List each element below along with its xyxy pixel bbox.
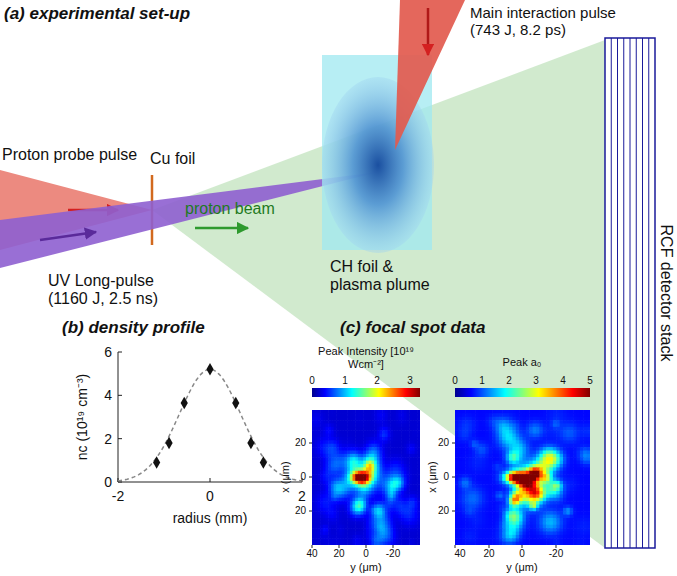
part-name: Cu foil bbox=[150, 150, 195, 168]
tick-label: 0 bbox=[309, 375, 315, 387]
panel-heading: (c) focal spot data bbox=[340, 318, 485, 338]
rcf-layer bbox=[617, 38, 618, 548]
tick-label: 40 bbox=[454, 548, 465, 560]
tick-label: 20 bbox=[295, 505, 306, 517]
rcf-layer bbox=[642, 38, 643, 548]
axis-ticks bbox=[309, 443, 556, 548]
colorbar-title: Peak Intensity [10¹⁹ Wcm⁻²] bbox=[307, 345, 425, 370]
tick-label: 20 bbox=[483, 548, 494, 560]
tick-label: 0 bbox=[300, 471, 306, 483]
data-point bbox=[181, 397, 188, 409]
main-pulse-beam bbox=[395, 0, 465, 150]
part-name: CH foil & plasma plume bbox=[330, 258, 445, 295]
tick-label: 1 bbox=[342, 375, 348, 387]
axis-title: nc (10¹⁹ cm⁻³) bbox=[74, 374, 90, 460]
tick-label: 0 bbox=[452, 375, 458, 387]
axis-title: x (μm) bbox=[279, 461, 292, 492]
tick-label: 0 bbox=[363, 548, 369, 560]
tick-label: 4 bbox=[560, 375, 566, 387]
axis-title: y (μm) bbox=[350, 561, 381, 574]
beam-label: UV Long-pulse (1160 J, 2.5 ns) bbox=[48, 272, 198, 309]
tick-label: 1 bbox=[479, 375, 485, 387]
uv-arrow bbox=[40, 232, 96, 240]
tick-label: 0 bbox=[443, 471, 449, 483]
rcf-stack bbox=[605, 38, 655, 548]
tick-label: 20 bbox=[438, 505, 449, 517]
axis-title: x (μm) bbox=[426, 461, 439, 492]
colorbar-title: Peak a₀ bbox=[503, 356, 542, 369]
axis-title: radius (mm) bbox=[173, 510, 248, 526]
tick-label: 0 bbox=[206, 488, 214, 504]
proton-beam-cone bbox=[152, 40, 605, 548]
tick-label: 4 bbox=[104, 387, 112, 403]
density-plot bbox=[118, 352, 302, 482]
beam-label: Main interaction pulse (743 J, 8.2 ps) bbox=[470, 4, 638, 39]
uv-beam bbox=[0, 172, 378, 268]
panel-heading: (b) density profile bbox=[62, 318, 205, 338]
tick-label: 0 bbox=[519, 548, 525, 560]
data-point bbox=[206, 363, 213, 375]
gaussian-fit bbox=[118, 369, 302, 480]
tick-label: 0 bbox=[104, 474, 112, 490]
rcf-layer bbox=[648, 38, 649, 548]
tick-label: 5 bbox=[587, 375, 593, 387]
tick-label: 20 bbox=[295, 437, 306, 449]
rcf-layer bbox=[611, 38, 612, 548]
rcf-layer bbox=[630, 38, 631, 548]
intensity-map bbox=[312, 410, 420, 545]
tick-label: 20 bbox=[333, 548, 344, 560]
tick-label: 3 bbox=[407, 375, 413, 387]
plasma-plume bbox=[322, 77, 434, 253]
tick-label: 2 bbox=[374, 375, 380, 387]
rcf-layer bbox=[636, 38, 637, 548]
tick-label: 40 bbox=[306, 548, 317, 560]
rcf-layers bbox=[611, 38, 649, 548]
tick-label: 20 bbox=[438, 437, 449, 449]
part-name: RCF detector stack bbox=[657, 225, 675, 362]
tick-label: -2 bbox=[112, 488, 124, 504]
proton-arrow bbox=[195, 227, 248, 230]
tick-label: -20 bbox=[386, 548, 400, 560]
beam-label: Proton probe pulse bbox=[2, 146, 137, 164]
main-pulse-arrow bbox=[427, 8, 430, 55]
colorbar-a0 bbox=[455, 388, 590, 397]
tick-label: 6 bbox=[104, 344, 112, 360]
data-point bbox=[247, 437, 254, 449]
data-point bbox=[153, 456, 160, 468]
data-point bbox=[232, 397, 239, 409]
a0-map bbox=[455, 410, 590, 545]
tick-label: 3 bbox=[533, 375, 539, 387]
tick-label: 2 bbox=[104, 431, 112, 447]
data-point bbox=[165, 437, 172, 449]
tick-label: 2 bbox=[506, 375, 512, 387]
tick-label: -20 bbox=[549, 548, 563, 560]
beam-label: proton beam bbox=[185, 200, 275, 218]
axis-title: y (μm) bbox=[506, 561, 537, 574]
data-point bbox=[260, 456, 267, 468]
colorbar-intensity bbox=[312, 388, 420, 397]
panel-heading: (a) experimental set-up bbox=[4, 4, 190, 24]
rcf-layer bbox=[623, 38, 624, 548]
tick-label: 2 bbox=[298, 488, 306, 504]
